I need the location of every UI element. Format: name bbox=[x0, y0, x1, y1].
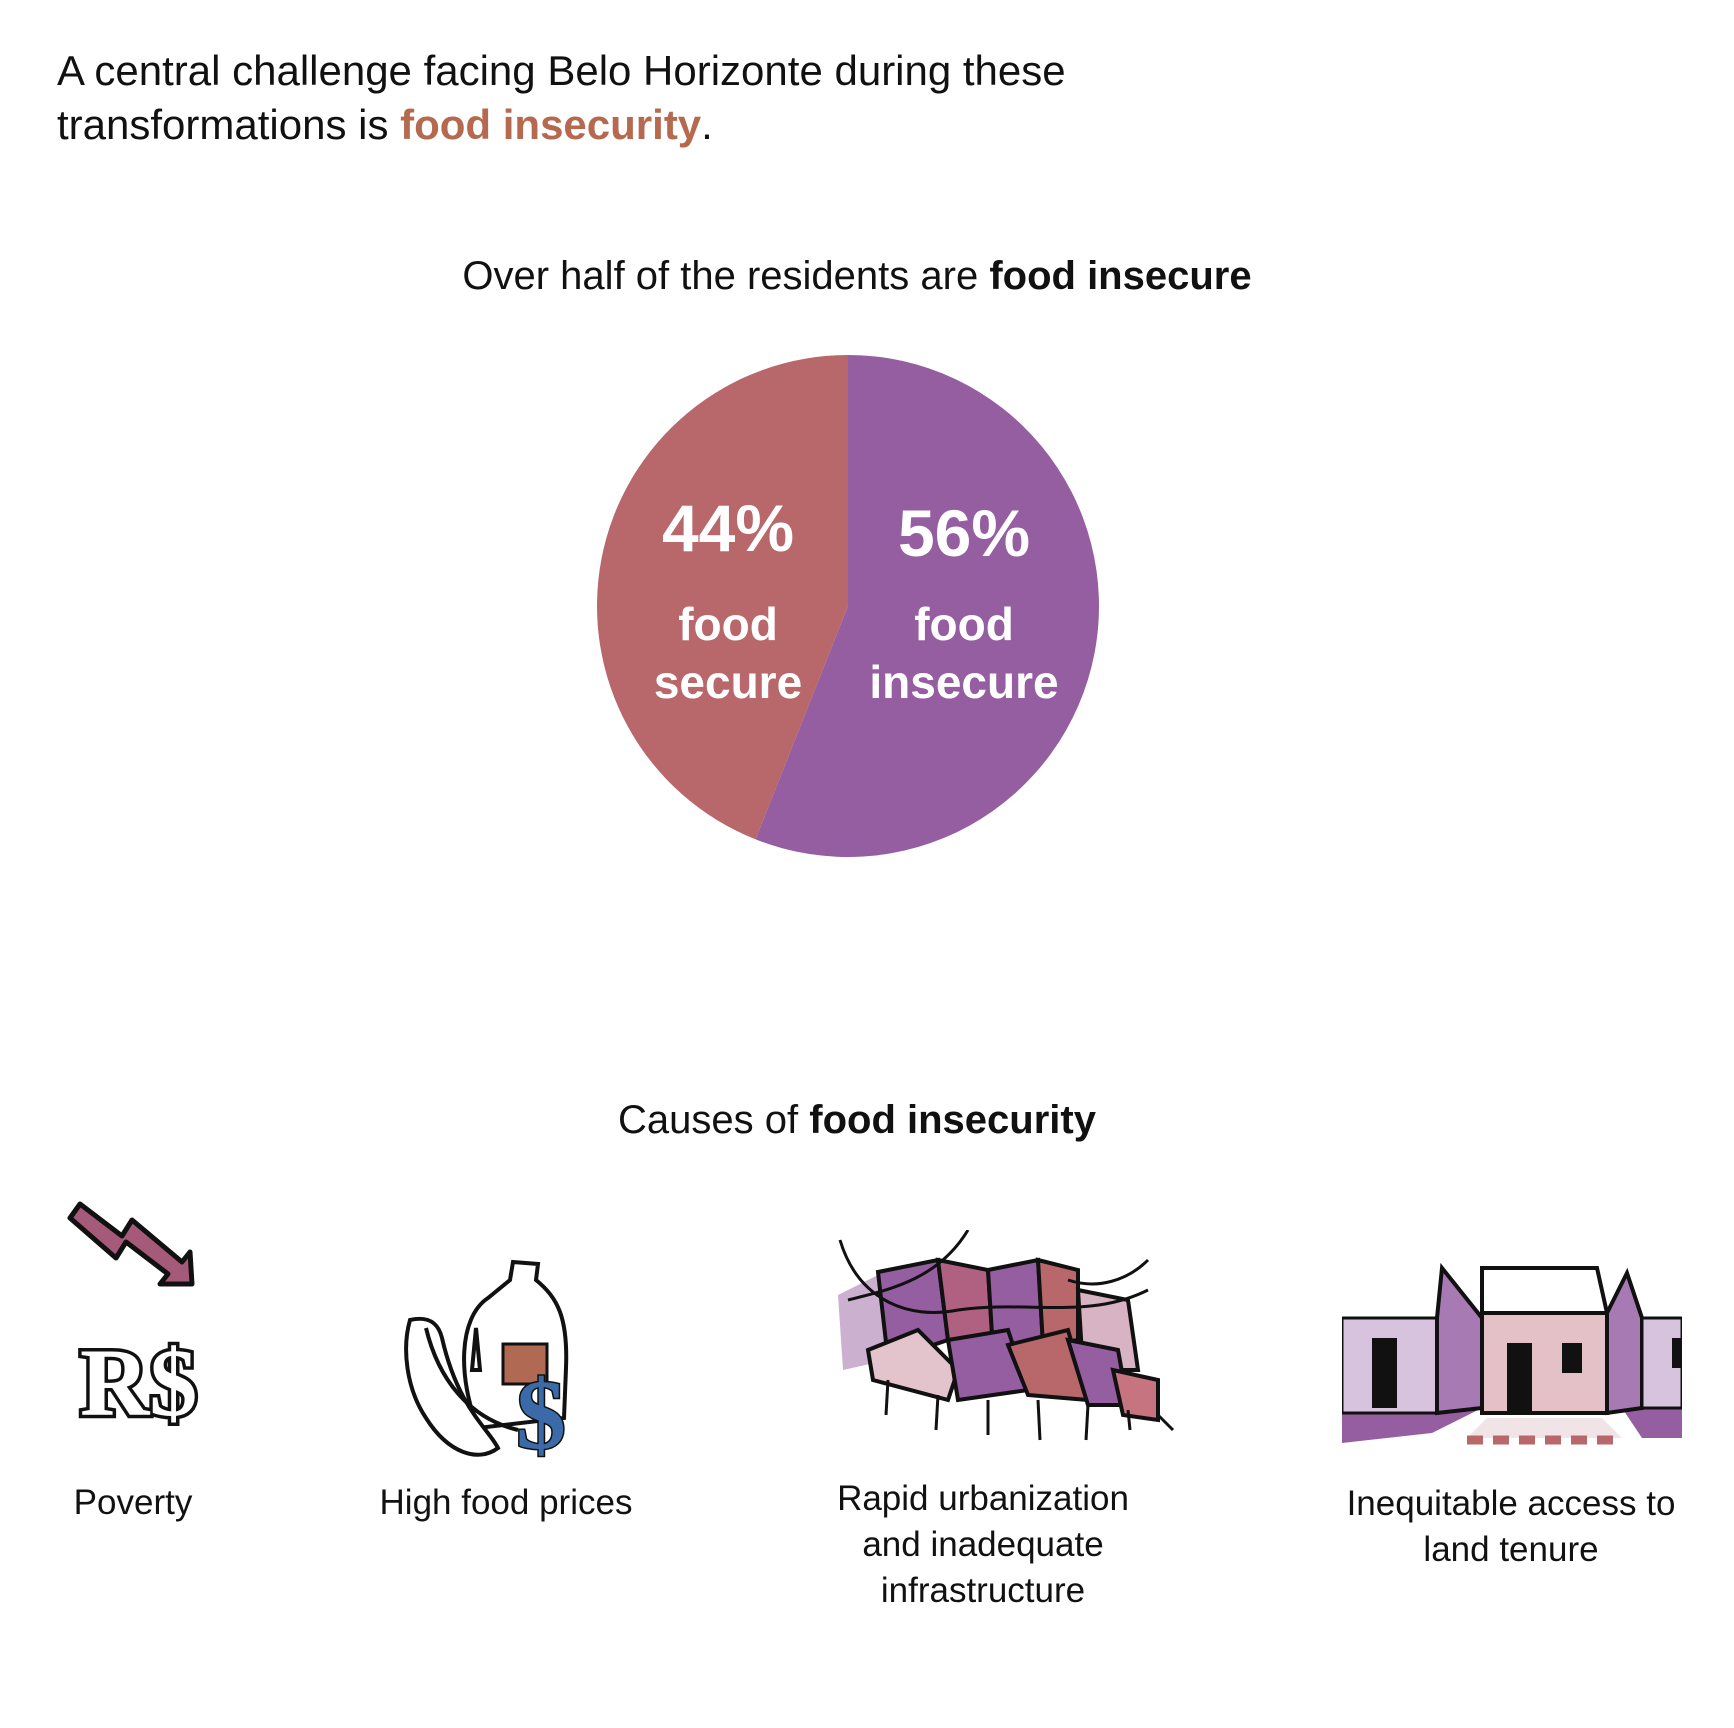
intro-highlight: food insecurity bbox=[400, 101, 702, 148]
pie-category-label: insecure bbox=[869, 656, 1058, 708]
pie-title: Over half of the residents are food inse… bbox=[0, 254, 1724, 299]
pie-category-label: secure bbox=[654, 656, 802, 708]
svg-text:$: $ bbox=[516, 1359, 566, 1463]
pie-title-text: Over half of the residents are bbox=[462, 254, 990, 298]
pie-value-label: 56% bbox=[898, 496, 1030, 570]
causes-title-bold: food insecurity bbox=[809, 1098, 1096, 1142]
groceries-dollar-icon: $ bbox=[404, 1259, 569, 1463]
cause-label-urbanization: Rapid urbanization and inadequate infras… bbox=[837, 1479, 1129, 1610]
cause-label-high-food-prices: High food prices bbox=[379, 1483, 633, 1522]
cause-label-poverty: Poverty bbox=[73, 1483, 193, 1522]
causes-title-text: Causes of bbox=[618, 1098, 810, 1142]
pie-category-label: food bbox=[678, 598, 778, 650]
pie-title-bold: food insecure bbox=[989, 254, 1252, 298]
pie-slice-food-insecure bbox=[755, 355, 1099, 857]
poverty-rs-down-arrow-icon: R$ bbox=[67, 1201, 201, 1435]
cause-label-land-tenure: Inequitable access to land tenure bbox=[1346, 1484, 1676, 1569]
pie-chart: 56% food insecure 44% food secure bbox=[596, 355, 1099, 857]
intro-text: A central challenge facing Belo Horizont… bbox=[57, 44, 1157, 152]
intro-text-before: A central challenge facing Belo Horizont… bbox=[57, 47, 1066, 148]
svg-text:R$: R$ bbox=[80, 1329, 197, 1435]
pie-category-label: food bbox=[914, 598, 1014, 650]
intro-text-after: . bbox=[701, 101, 713, 148]
pie-value-label: 44% bbox=[662, 491, 794, 565]
causes-title: Causes of food insecurity bbox=[0, 1098, 1724, 1143]
pie-slice-food-secure bbox=[596, 355, 848, 840]
houses-street-icon bbox=[1342, 1262, 1682, 1445]
favela-houses-icon bbox=[838, 1230, 1175, 1441]
